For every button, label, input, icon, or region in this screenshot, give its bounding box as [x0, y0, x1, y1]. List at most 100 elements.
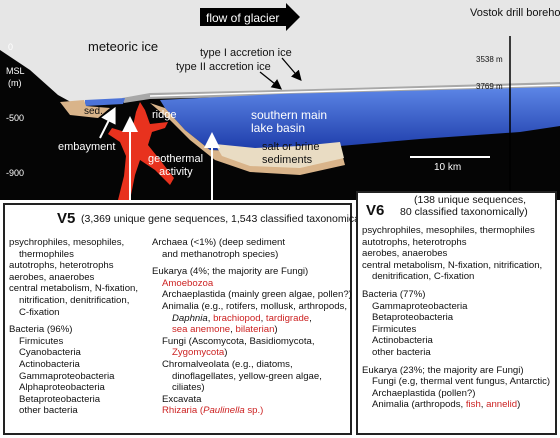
v6-title: V6: [366, 202, 385, 219]
v6-box: V6 (138 unique sequences, 80 classified …: [356, 191, 557, 435]
axis-m500: -500: [6, 113, 24, 123]
flow-arrow-head: [286, 3, 300, 31]
v5-trait: nitrification, denitrification,: [19, 294, 130, 306]
axis-zero: 0: [8, 42, 13, 52]
flow-arrow-body: [200, 8, 286, 26]
v5-animalia-2: Daphnia, brachiopod, tardigrade,: [172, 312, 312, 324]
v5-fungi-2: Zygomycota): [172, 347, 228, 359]
v6-trait: denitrification, C-fixation: [372, 271, 475, 283]
fish: fish: [465, 399, 481, 411]
v5-bacteria-item: Betaproteobacteria: [19, 393, 101, 405]
v6-eukarya-header: Eukarya (23%; the majority are Fungi): [362, 364, 524, 376]
v5-right-column: Archaea (<1%) (deep sediment and methano…: [152, 237, 352, 417]
tardigrade: tardigrade: [265, 312, 310, 324]
axis-unit: (m): [8, 78, 22, 88]
basin-label-1: southern main: [251, 108, 327, 122]
zygomycota: Zygomycota: [172, 347, 225, 359]
v6-animalia: Animalia (arthropods, fish, annelid): [372, 399, 521, 411]
v5-trait: psychrophiles, mesophiles,: [9, 237, 125, 248]
v6-bacteria-item: Firmicutes: [372, 323, 417, 335]
v6-bacteria-item: Actinobacteria: [372, 335, 433, 347]
type1-arrow: [281, 57, 302, 81]
v5-trait: central metabolism, N-fixation,: [9, 283, 139, 295]
annelid: annelid: [486, 399, 518, 411]
v6-bacteria-header: Bacteria (77%): [362, 288, 426, 300]
embayment-arrow: [99, 106, 116, 139]
type2-arrow: [259, 71, 283, 90]
lake-vostok-cross-section: flow of glacier Vostok drill borehole me…: [0, 0, 560, 200]
scale-label: 10 km: [434, 162, 461, 173]
v5-eukarya-header: Eukarya (4%; the majority are Fungi): [152, 266, 309, 278]
v5-bacteria-item: Actinobacteria: [19, 358, 80, 370]
v6-bacteria-item: other bacteria: [372, 346, 431, 358]
v5-title: V5: [57, 210, 76, 227]
axis-msl: MSL: [6, 66, 25, 76]
vostok-label-text: Vostok drill borehole: [470, 7, 560, 19]
v5-rhizaria: Rhizaria (Paulinella sp.): [162, 405, 264, 417]
v5-bacteria-item: Firmicutes: [19, 335, 64, 347]
v6-subtitle-1: (138 unique sequences,: [414, 194, 527, 206]
v5-animalia: Animalia (e.g., rotifers, mollusk, arthr…: [162, 300, 348, 312]
v6-bacteria-item: Betaproteobacteria: [372, 312, 454, 324]
v6-fungi: Fungi (e.g, thermal vent fungus, Antarct…: [372, 376, 551, 388]
embayment-label: embayment: [58, 141, 115, 153]
daphnia: Daphnia: [172, 312, 208, 324]
v6-column: psychrophiles, mesophiles, thermophiles …: [362, 225, 550, 411]
vostok-label: Vostok drill borehole: [470, 7, 560, 19]
geothermal-label-1: geothermal: [148, 153, 203, 165]
v5-animalia-3: sea anemone, bilaterian): [172, 324, 278, 336]
depth-3538: 3538 m: [476, 55, 503, 64]
salt-label-1: salt or brine: [262, 141, 319, 153]
v5-bacteria-item: Gammaproteobacteria: [19, 370, 115, 382]
v6-trait: autotrophs, heterotrophs: [362, 236, 467, 248]
v5-archaea: Archaea (<1%) (deep sediment: [152, 237, 286, 248]
paulinella: Paulinella: [203, 405, 245, 417]
salt-brine-sediment: [215, 142, 344, 168]
v5-bacteria-item: other bacteria: [19, 405, 78, 417]
meteoric-ice-label: meteoric ice: [88, 39, 158, 54]
v5-bacteria-header: Bacteria (96%): [9, 324, 73, 336]
v5-trait: thermophiles: [19, 248, 74, 260]
v6-trait: aerobes, anaerobes: [362, 248, 448, 260]
v6-subtitle-2: 80 classified taxonomically): [400, 206, 528, 218]
v5-chromalveolata-3: ciliates): [172, 382, 205, 394]
v6-bacteria-item: Gammaproteobacteria: [372, 300, 468, 312]
sed-label: sed.: [84, 106, 103, 117]
axis-m900: -900: [6, 168, 24, 178]
sediment-left: [60, 100, 110, 118]
brachiopod: brachiopod: [213, 312, 261, 324]
v5-bacteria-item: Cyanobacteria: [19, 347, 81, 359]
southern-lake-basin: [160, 87, 560, 152]
embayment-water: [85, 98, 125, 106]
v5-chromalveolata: Chromalveolata (e.g., diatoms,: [162, 358, 293, 370]
v6-archaeplastida: Archaeplastida (pollen?): [372, 387, 476, 399]
v6-trait: central metabolism, N-fixation, nitrific…: [362, 259, 543, 271]
basin-label-2: lake basin: [251, 121, 305, 135]
flow-label: flow of glacier: [206, 11, 279, 25]
v5-amoebozoa: Amoebozoa: [162, 277, 214, 289]
bilaterian: bilaterian: [235, 324, 275, 336]
accretion-ice-line: [149, 84, 560, 97]
v5-trait: aerobes, anaerobes: [9, 271, 95, 283]
v5-subtitle: (3,369 unique gene sequences, 1,543 clas…: [81, 213, 374, 225]
depth-3769: 3769 m: [476, 82, 503, 91]
v5-bacteria-item: Alphaproteobacteria: [19, 382, 105, 394]
v5-box: V5 (3,369 unique gene sequences, 1,543 c…: [3, 203, 373, 435]
geothermal-label-2: activity: [159, 166, 193, 178]
type1-label: type I accretion ice: [200, 47, 292, 59]
v6-trait: psychrophiles, mesophiles, thermophiles: [362, 225, 535, 236]
ridge-label: ridge: [152, 109, 176, 121]
v5-archaeplastida: Archaeplastida (mainly green algae, poll…: [162, 289, 352, 301]
v5-archaea-2: and methanotroph species): [162, 248, 279, 260]
v5-trait: autotrophs, heterotrophs: [9, 260, 114, 272]
v5-chromalveolata-2: dinoflagellates, yellow-green algae,: [172, 370, 322, 382]
salt-label-2: sediments: [262, 154, 313, 166]
sea-anemone: sea anemone: [172, 324, 231, 336]
type2-label: type II accretion ice: [176, 61, 271, 73]
ice-sheet: [0, 0, 560, 106]
geothermal-plume: [108, 102, 174, 200]
v5-left-column: psychrophiles, mesophiles, thermophiles …: [9, 237, 138, 417]
v5-trait: C-fixation: [19, 306, 60, 318]
v5-fungi: Fungi (Ascomycota, Basidiomycota,: [162, 335, 315, 347]
v5-excavata: Excavata: [162, 393, 202, 405]
